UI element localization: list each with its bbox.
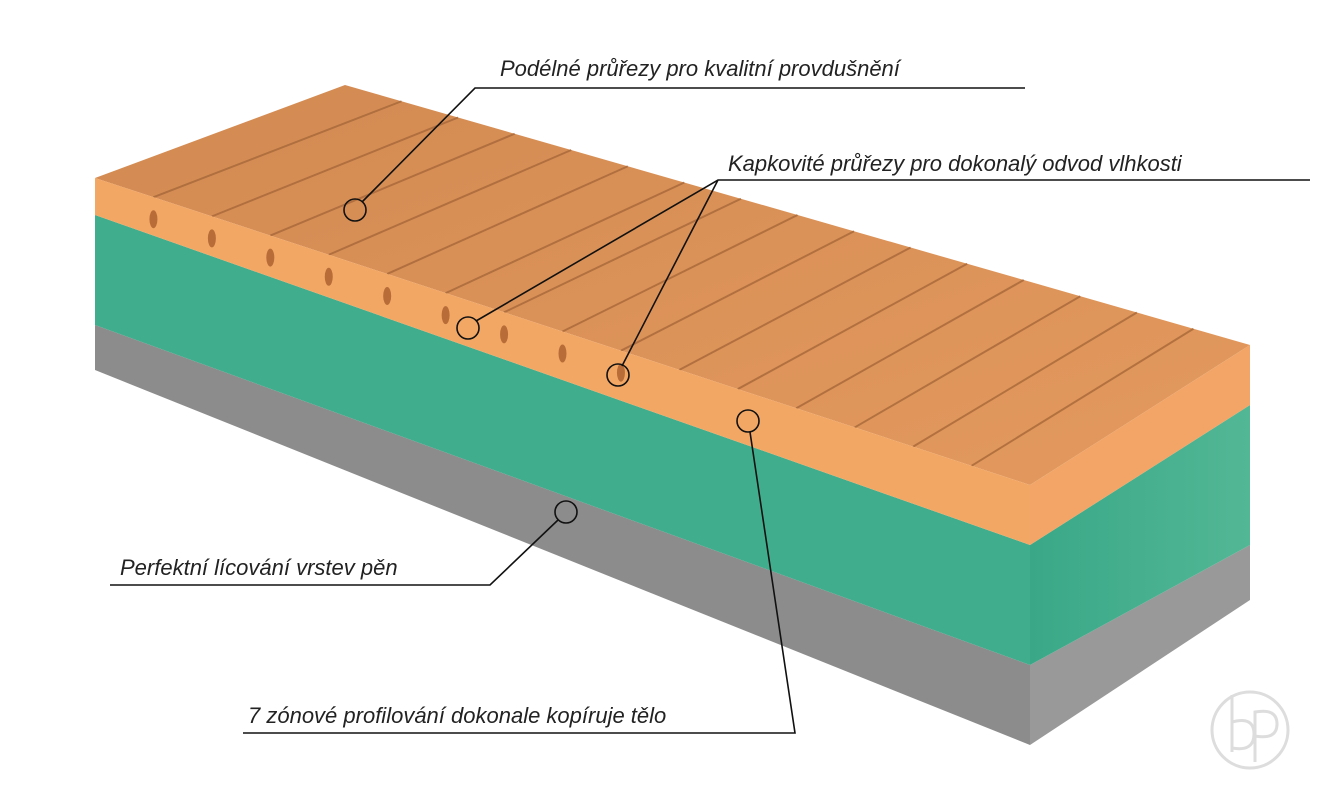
groove-line bbox=[445, 181, 685, 295]
callout-marker-4 bbox=[736, 409, 760, 433]
groove-line bbox=[678, 246, 912, 371]
green-layer-side bbox=[1030, 405, 1250, 665]
groove-line bbox=[737, 262, 968, 390]
drop-cut bbox=[383, 286, 392, 305]
groove-line bbox=[153, 100, 402, 199]
callout-marker-3 bbox=[554, 500, 578, 524]
groove-line bbox=[854, 295, 1081, 429]
callout-line-2 bbox=[475, 179, 1310, 367]
callout-label-moisture: Kapkovité průřezy pro dokonalý odvod vlh… bbox=[728, 151, 1182, 176]
groove-line bbox=[386, 165, 629, 275]
groove-line bbox=[328, 149, 572, 256]
drop-cut bbox=[207, 229, 216, 248]
groove-line bbox=[211, 116, 459, 218]
drop-cuts bbox=[149, 210, 625, 382]
callout-label-ventilation: Podélné průřezy pro kvalitní provdušnění bbox=[500, 56, 900, 81]
callout-marker-2b bbox=[606, 363, 630, 387]
callout-label-layers: Perfektní lícování vrstev pěn bbox=[120, 555, 398, 580]
drop-cut bbox=[558, 344, 567, 363]
gray-layer-front bbox=[95, 325, 1030, 745]
orange-layer-side bbox=[1030, 345, 1250, 545]
drop-cut bbox=[441, 306, 450, 325]
callout-marker-2a bbox=[456, 316, 480, 340]
groove-line bbox=[971, 327, 1194, 467]
callout-label-zones: 7 zónové profilování dokonale kopíruje t… bbox=[248, 703, 667, 728]
longitudinal-grooves bbox=[153, 100, 1194, 467]
drop-cut bbox=[616, 363, 625, 382]
callout-line-4 bbox=[243, 431, 796, 734]
groove-line bbox=[795, 279, 1025, 410]
callout-marker-1 bbox=[343, 198, 367, 222]
drop-cut bbox=[324, 267, 333, 286]
groove-line bbox=[912, 311, 1138, 448]
gray-layer-side bbox=[1030, 545, 1250, 745]
green-layer-front bbox=[95, 215, 1030, 665]
bp-logo bbox=[1210, 690, 1290, 770]
groove-line bbox=[269, 132, 516, 237]
callout-line-1 bbox=[361, 87, 1025, 203]
groove-line bbox=[620, 230, 855, 352]
drop-cut bbox=[266, 248, 275, 267]
groove-line bbox=[503, 197, 742, 314]
groove-line bbox=[562, 214, 798, 333]
callout-line-3 bbox=[110, 519, 559, 586]
drop-cut bbox=[149, 210, 158, 229]
drop-cut bbox=[500, 325, 509, 344]
mattress-top-face bbox=[95, 85, 1250, 485]
